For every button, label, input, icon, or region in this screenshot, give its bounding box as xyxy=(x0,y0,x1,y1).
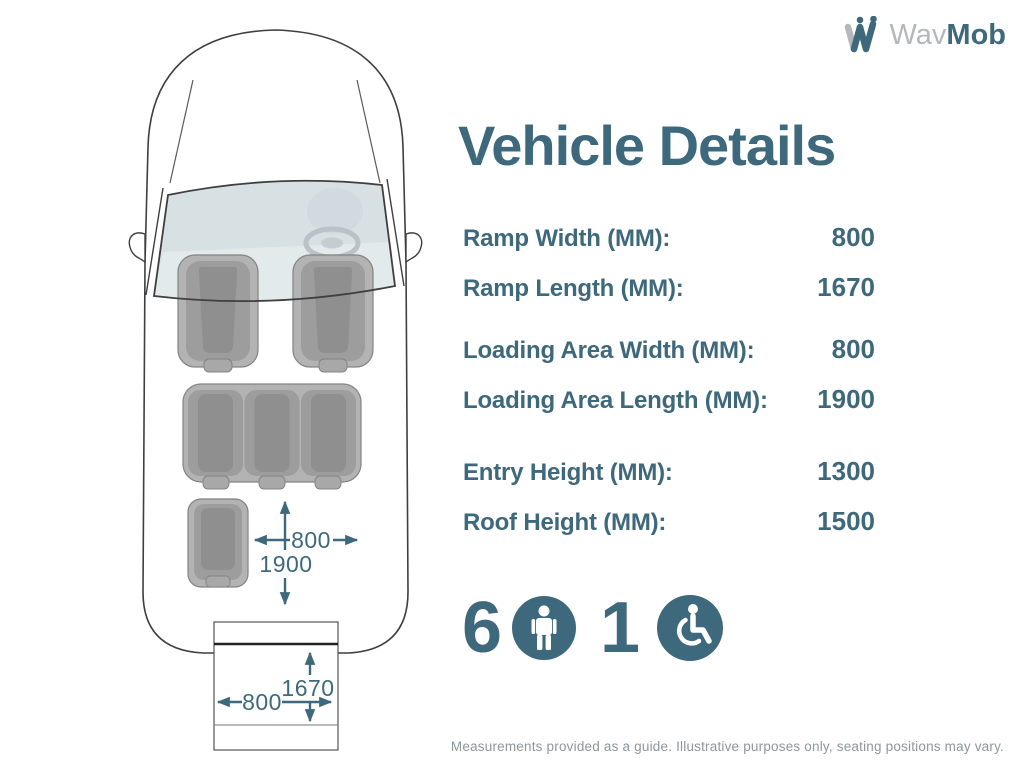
brand-name: WavMob xyxy=(889,18,1006,52)
front-left-seat xyxy=(177,254,259,373)
wavmob-logo-mark-icon xyxy=(845,16,878,53)
a-pillar-right xyxy=(386,178,405,287)
spec-row-ramp-width: Ramp Width (MM): 800 xyxy=(463,222,875,252)
loading-length-dimension: 1900 xyxy=(259,551,312,577)
disclaimer-text: Measurements provided as a guide. Illust… xyxy=(450,739,1004,754)
seat-count: 6 xyxy=(462,588,503,668)
person-icon xyxy=(512,596,577,660)
spec-row-roof-height: Roof Height (MM): 1500 xyxy=(463,506,875,536)
ramp-dimensions xyxy=(216,651,333,723)
loading-width-dimension: 800 xyxy=(291,527,331,553)
spec-value: 800 xyxy=(831,334,875,364)
capacity-row: 6 1 xyxy=(462,588,724,668)
ramp-width-dimension: 800 xyxy=(242,689,282,715)
windshield-outline xyxy=(152,179,397,303)
hood-crease-right xyxy=(356,79,381,184)
brand-name-light: Wav xyxy=(889,18,947,51)
spec-row-entry-height: Entry Height (MM): 1300 xyxy=(463,456,875,486)
brand-logo: WavMob xyxy=(842,16,1006,56)
spec-label: Roof Height (MM): xyxy=(463,509,667,536)
spec-row-loading-area-length: Loading Area Length (MM): 1900 xyxy=(463,384,875,414)
spec-value: 1500 xyxy=(817,506,875,536)
spec-label: Entry Height (MM): xyxy=(463,459,673,486)
ramp-length-dimension: 1670 xyxy=(281,675,334,701)
ramp xyxy=(213,621,339,751)
spec-value: 1900 xyxy=(817,384,875,414)
spec-label: Loading Area Length (MM): xyxy=(463,387,768,414)
driver-silhouette xyxy=(307,188,363,234)
wheelchair-count: 1 xyxy=(600,588,641,668)
right-mirror-icon xyxy=(405,232,423,264)
front-right-seat xyxy=(292,254,374,373)
loading-area-dimensions xyxy=(253,500,359,606)
middle-bench-seat xyxy=(182,383,362,490)
left-mirror-icon xyxy=(128,232,146,264)
a-pillar-left xyxy=(145,187,164,296)
brand-name-bold: Mob xyxy=(946,18,1006,51)
hood-crease-left xyxy=(169,79,194,184)
spec-row-loading-area-width: Loading Area Width (MM): 800 xyxy=(463,334,875,364)
rear-single-seat xyxy=(187,498,249,588)
spec-label: Ramp Width (MM): xyxy=(463,225,671,252)
spec-value: 1670 xyxy=(817,272,875,302)
spec-label: Loading Area Width (MM): xyxy=(463,337,755,364)
spec-list: Ramp Width (MM): 800 Ramp Length (MM): 1… xyxy=(463,222,875,536)
vehicle-top-view-diagram: 800 1900 1670 800 xyxy=(128,29,423,751)
page-title: Vehicle Details xyxy=(458,114,836,177)
spec-label: Ramp Length (MM): xyxy=(463,275,684,302)
spec-value: 1300 xyxy=(817,456,875,486)
spec-row-ramp-length: Ramp Length (MM): 1670 xyxy=(463,272,875,302)
spec-value: 800 xyxy=(831,222,875,252)
wheelchair-icon xyxy=(657,595,724,661)
